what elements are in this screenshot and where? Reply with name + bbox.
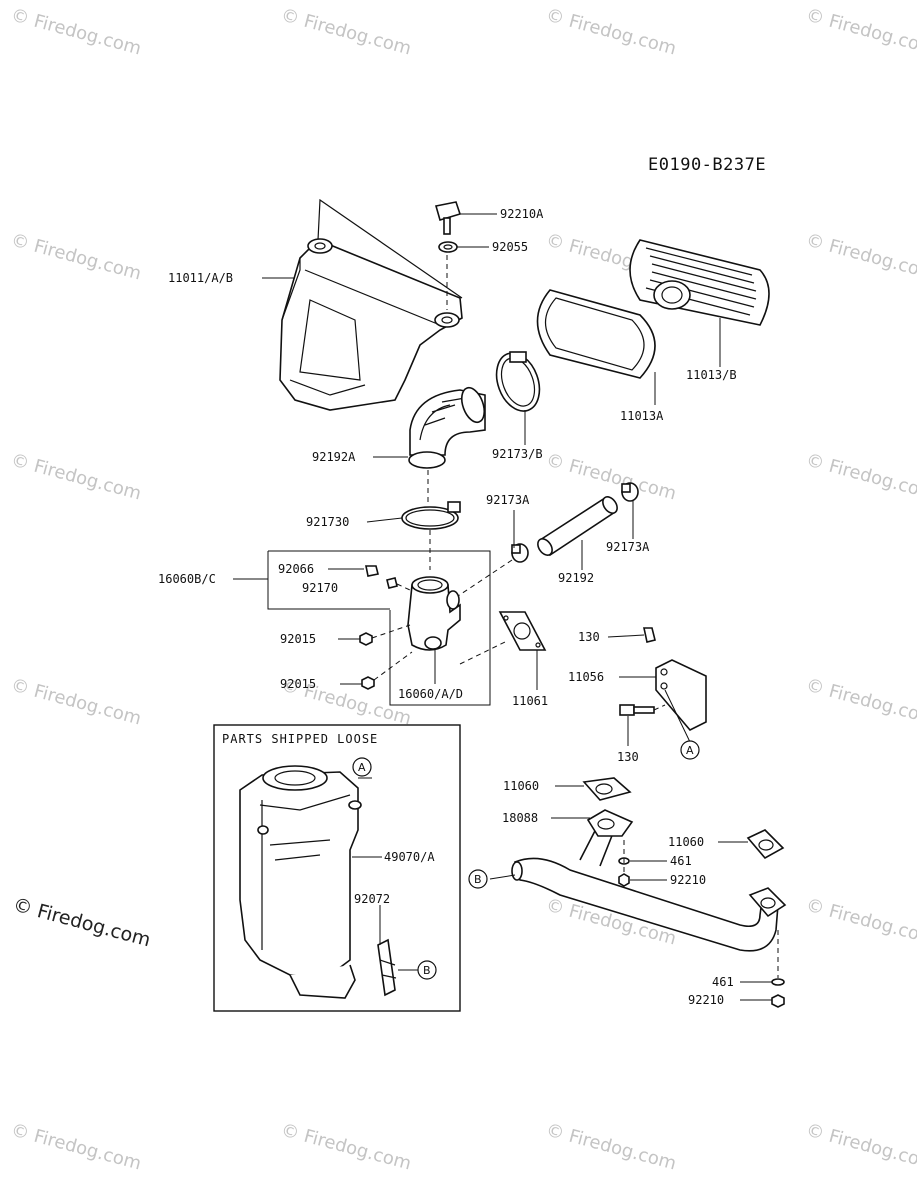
watermark: © Firedog.com (804, 895, 917, 950)
watermark: © Firedog.com (279, 1120, 414, 1175)
part-label: 92015 (280, 632, 316, 646)
intake-adapter-drawing (407, 576, 461, 651)
marker-b: B (417, 960, 437, 980)
part-label: 18088 (502, 811, 538, 825)
muffler-drawing (239, 765, 362, 999)
clip-drawing (377, 938, 397, 997)
exhaust-pipe-drawing (511, 777, 787, 1008)
part-label: 16060B/C (158, 572, 216, 586)
part-label: 16060/A/D (398, 687, 463, 701)
svg-text:B: B (474, 873, 482, 886)
watermark: © Firedog.com (804, 450, 917, 505)
part-label: 92192 (558, 571, 594, 585)
leader-lines (233, 213, 772, 1001)
part-label: 49070/A (384, 850, 435, 864)
part-labels: 92210A 92055 11011/A/B 11013/B 11013A 92… (158, 207, 737, 1007)
part-label: 130 (578, 630, 600, 644)
part-label: 461 (670, 854, 692, 868)
part-label: 11061 (512, 694, 548, 708)
clamp-hose-drawing (401, 470, 461, 570)
watermark-main: © Firedog.com (11, 894, 153, 952)
bracket-plate-drawing (619, 627, 707, 731)
part-label: 92072 (354, 892, 390, 906)
parts-shipped-loose-box (213, 724, 461, 1012)
svg-text:A: A (686, 744, 694, 757)
part-label: 92015 (280, 677, 316, 691)
part-label: 92210A (500, 207, 544, 221)
watermark: © Firedog.com (804, 5, 917, 60)
watermark: © Firedog.com (544, 450, 679, 505)
watermark: © Firedog.com (804, 1120, 917, 1175)
part-label: 921730 (306, 515, 349, 529)
watermark: © Firedog.com (804, 230, 917, 285)
part-label: 11013/B (686, 368, 737, 382)
svg-text:B: B (423, 964, 431, 977)
parts-shipped-loose-title: PARTS SHIPPED LOOSE (222, 732, 378, 746)
marker-a: A (680, 740, 700, 760)
part-label: 11060 (503, 779, 539, 793)
clamp-large-drawing (495, 351, 541, 412)
part-label: 11013A (620, 409, 664, 423)
air-cleaner-base-drawing (279, 198, 463, 411)
svg-text:A: A (358, 761, 366, 774)
breather-hose-drawing (454, 482, 639, 599)
part-label: 92055 (492, 240, 528, 254)
watermark: © Firedog.com (9, 230, 144, 285)
part-label: 11056 (568, 670, 604, 684)
marker-a: A (352, 757, 372, 777)
part-label: 11060 (668, 835, 704, 849)
pin-drawing (365, 565, 411, 591)
watermark: © Firedog.com (9, 450, 144, 505)
part-label: 461 (712, 975, 734, 989)
part-label: 92192A (312, 450, 356, 464)
watermark: © Firedog.com (544, 1120, 679, 1175)
part-label: 92210 (670, 873, 706, 887)
watermark: © Firedog.com (544, 5, 679, 60)
nut-drawing (359, 624, 413, 690)
part-label: 92170 (302, 581, 338, 595)
part-label: 92173A (486, 493, 530, 507)
part-label: 11011/A/B (168, 271, 233, 285)
marker-b: B (468, 869, 488, 889)
part-label: 92173A (606, 540, 650, 554)
part-label: 130 (617, 750, 639, 764)
reference-markers: A A B B (352, 740, 700, 980)
assembly-bracket (267, 550, 491, 706)
watermark: © Firedog.com (804, 675, 917, 730)
part-label: 92173/B (492, 447, 543, 461)
part-label: 92210 (688, 993, 724, 1007)
watermark: © Firedog.com (9, 1120, 144, 1175)
watermark: © Firedog.com (9, 675, 144, 730)
elbow-hose-drawing (408, 386, 486, 469)
watermark: © Firedog.com (9, 5, 144, 60)
pre-cleaner-drawing (536, 289, 656, 379)
gasket-drawing (459, 611, 547, 665)
diagram-code: E0190-B237E (648, 155, 766, 175)
filter-element-drawing (629, 239, 770, 326)
watermark: © Firedog.com (279, 5, 414, 60)
part-label: 92066 (278, 562, 314, 576)
